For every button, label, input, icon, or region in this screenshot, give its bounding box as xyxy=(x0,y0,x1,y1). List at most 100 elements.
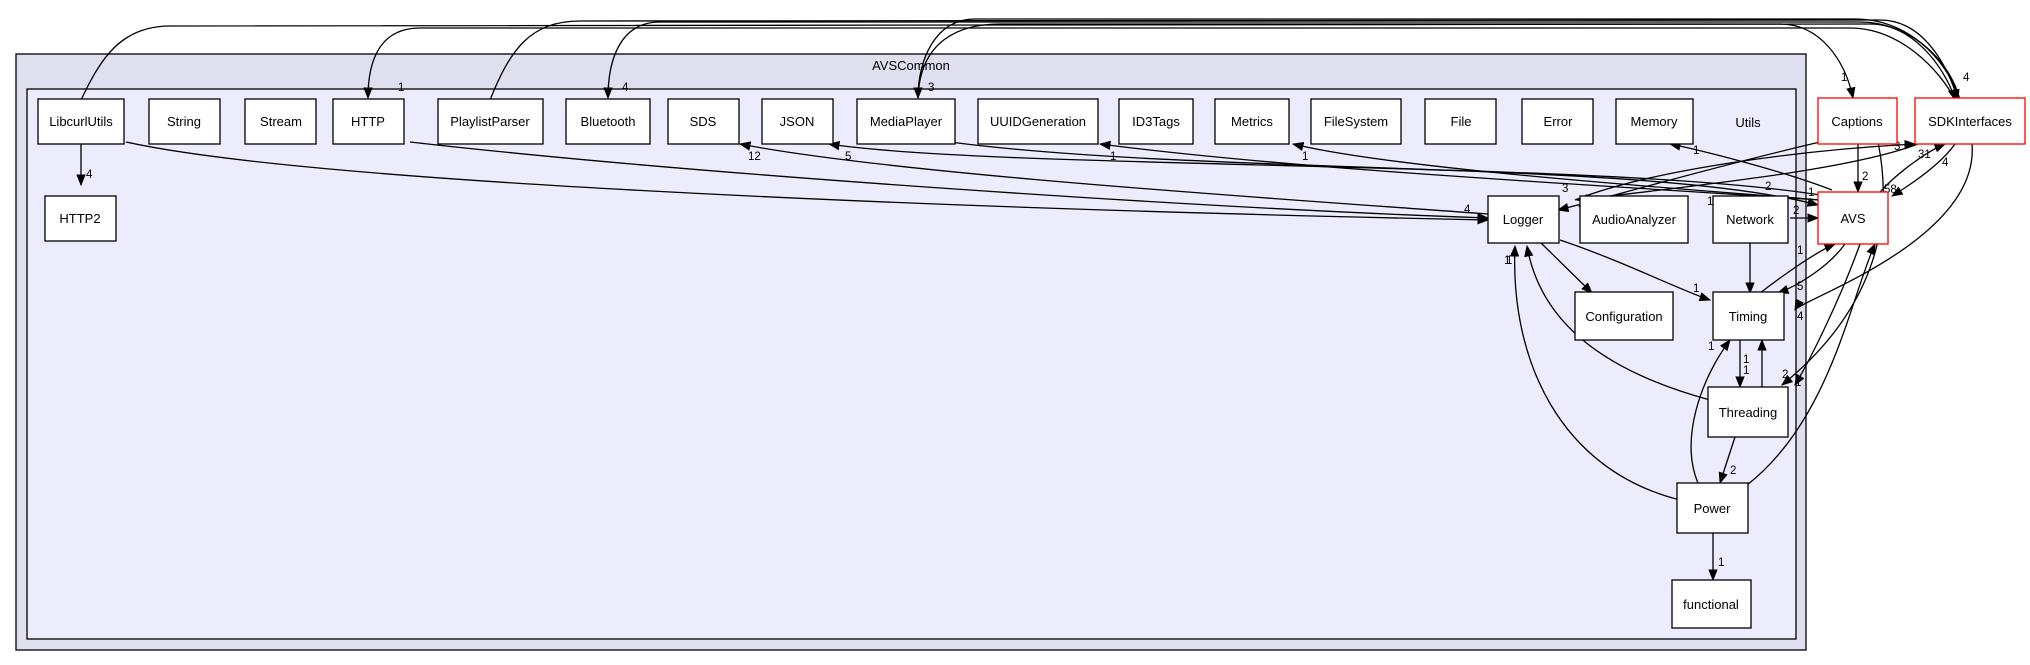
node-error-label: Error xyxy=(1544,114,1574,129)
node-network-label: Network xyxy=(1726,212,1774,227)
edge-label-sdk-avs: 31 xyxy=(1918,149,1931,161)
node-http[interactable]: HTTP xyxy=(332,98,405,145)
node-string-label: String xyxy=(167,114,201,129)
node-stream[interactable]: Stream xyxy=(244,98,317,145)
edge-label-avs-timing: 5 xyxy=(1797,281,1803,293)
edge-label-threading-timing-b: 1 xyxy=(1743,365,1749,377)
edge-http-logger xyxy=(409,141,1490,223)
node-captions[interactable]: Captions xyxy=(1817,97,1898,145)
node-http2[interactable]: HTTP2 xyxy=(44,195,117,242)
node-sds-label: SDS xyxy=(690,114,717,129)
edge-power-logger xyxy=(1509,244,1681,501)
edge-label-avs-threading: 4 xyxy=(1797,311,1804,323)
node-sdkinterfaces-label: SDKInterfaces xyxy=(1928,114,2012,129)
node-id3tags[interactable]: ID3Tags xyxy=(1118,98,1194,145)
edge-label-sdk-top: 4 xyxy=(1963,72,1970,84)
node-timing-label: Timing xyxy=(1729,309,1768,324)
edge-label-json: 5 xyxy=(845,151,851,163)
edge-label-metrics: 1 xyxy=(1302,151,1308,163)
edge-label-uuid: 1 xyxy=(1110,151,1116,163)
node-threading[interactable]: Threading xyxy=(1707,386,1789,438)
edge-label-sdk-threading: 1 xyxy=(1795,377,1801,389)
node-network[interactable]: Network xyxy=(1712,195,1789,244)
edge-label-power-timing: 1 xyxy=(1708,341,1714,353)
edge-avs-sdkinterfaces xyxy=(1574,139,1917,201)
node-power[interactable]: Power xyxy=(1676,482,1749,534)
edge-label-logger-cap: 3 xyxy=(1562,183,1568,195)
edge-captions-logger xyxy=(1556,141,1821,213)
node-stream-label: Stream xyxy=(260,114,302,129)
edge-label-libcurlutils-http2: 4 xyxy=(86,169,93,181)
node-logger[interactable]: Logger xyxy=(1487,195,1560,244)
node-http2-label: HTTP2 xyxy=(59,211,100,226)
node-timing[interactable]: Timing xyxy=(1712,291,1785,341)
edge-label-top-bluetooth: 4 xyxy=(622,82,629,94)
node-sds[interactable]: SDS xyxy=(667,98,740,145)
node-filesystem[interactable]: FileSystem xyxy=(1310,98,1402,145)
cluster-utils-label: Utils xyxy=(1735,115,1761,130)
node-json[interactable]: JSON xyxy=(761,98,834,145)
edge-label-avs-net: 2 xyxy=(1793,205,1799,217)
node-uuidgeneration-label: UUIDGeneration xyxy=(990,114,1086,129)
node-mediaplayer[interactable]: MediaPlayer xyxy=(856,98,956,145)
edge-logger-configuration xyxy=(1539,241,1593,294)
edge-label-top-captions: 1 xyxy=(1841,72,1847,84)
node-metrics[interactable]: Metrics xyxy=(1214,98,1290,145)
node-functional[interactable]: functional xyxy=(1671,579,1752,629)
node-avs-label: AVS xyxy=(1840,211,1865,226)
edge-label-power-functional: 1 xyxy=(1718,557,1724,569)
edge-sdkinterfaces-avs xyxy=(1891,143,1956,197)
edge-label-cap-avs: 2 xyxy=(1862,171,1868,183)
edge-label-threading-timing-a: 1 xyxy=(1743,354,1749,366)
node-bluetooth[interactable]: Bluetooth xyxy=(565,98,651,145)
edge-logger-sds xyxy=(738,141,1489,215)
node-uuidgeneration[interactable]: UUIDGeneration xyxy=(977,98,1099,145)
node-http-label: HTTP xyxy=(351,114,385,129)
node-configuration[interactable]: Configuration xyxy=(1574,291,1674,341)
edge-label-timing-avs: 1 xyxy=(1797,245,1803,257)
node-logger-label: Logger xyxy=(1503,212,1544,227)
node-audioanalyzer-label: AudioAnalyzer xyxy=(1592,212,1676,227)
edge-label-logger-timing: 1 xyxy=(1693,283,1699,295)
cluster-avscommon-label: AVSCommon xyxy=(872,58,950,73)
edge-libcurlutils-sdkinterfaces xyxy=(80,23,1957,102)
edge-label-avs-in: 1 xyxy=(1808,187,1814,199)
node-metrics-label: Metrics xyxy=(1231,114,1273,129)
edge-label-sdk-side: 4 xyxy=(1942,157,1949,169)
node-file-label: File xyxy=(1451,114,1472,129)
node-string[interactable]: String xyxy=(148,98,221,145)
node-libcurlutils[interactable]: LibcurlUtils xyxy=(37,98,125,145)
edge-captions-threading xyxy=(1781,141,1884,386)
node-filesystem-label: FileSystem xyxy=(1324,114,1388,129)
edge-threading-power xyxy=(1718,436,1736,485)
node-memory[interactable]: Memory xyxy=(1615,98,1694,145)
cluster-utils: Utils xyxy=(26,88,1797,640)
node-file[interactable]: File xyxy=(1424,98,1497,145)
edge-label-power-logger: 1 xyxy=(1504,255,1510,267)
edge-top-mediaplayer xyxy=(913,18,1961,101)
edge-avs-uuidgeneration xyxy=(1098,140,1821,201)
edge-label-aa-sdk: 1 xyxy=(1707,196,1713,208)
edge-label-top-http: 1 xyxy=(398,82,404,94)
edge-label-top-mediaplayer: 3 xyxy=(928,82,934,94)
edge-mediaplayer-avs xyxy=(949,141,1820,207)
node-avs[interactable]: AVS xyxy=(1817,191,1889,245)
node-sdkinterfaces[interactable]: SDKInterfaces xyxy=(1914,97,2026,145)
node-audioanalyzer[interactable]: AudioAnalyzer xyxy=(1579,195,1689,244)
edge-timing-avs xyxy=(1759,243,1837,294)
node-captions-label: Captions xyxy=(1831,114,1883,129)
node-error[interactable]: Error xyxy=(1521,98,1594,145)
edge-logger-timing xyxy=(1559,239,1712,302)
edge-avs-timing xyxy=(1776,243,1846,294)
edge-label-logger-back: 1 xyxy=(1506,255,1512,267)
edge-label-threading-power: 2 xyxy=(1730,465,1736,477)
edge-label-sds: 12 xyxy=(748,151,761,163)
node-playlistparser[interactable]: PlaylistParser xyxy=(437,98,544,145)
node-libcurlutils-label: LibcurlUtils xyxy=(49,114,113,129)
edge-sdkinterfaces-audioanalyzer xyxy=(1575,143,1919,204)
edge-top-http xyxy=(363,27,1956,101)
node-power-label: Power xyxy=(1694,501,1732,516)
node-playlistparser-label: PlaylistParser xyxy=(450,114,530,129)
node-configuration-label: Configuration xyxy=(1585,309,1662,324)
